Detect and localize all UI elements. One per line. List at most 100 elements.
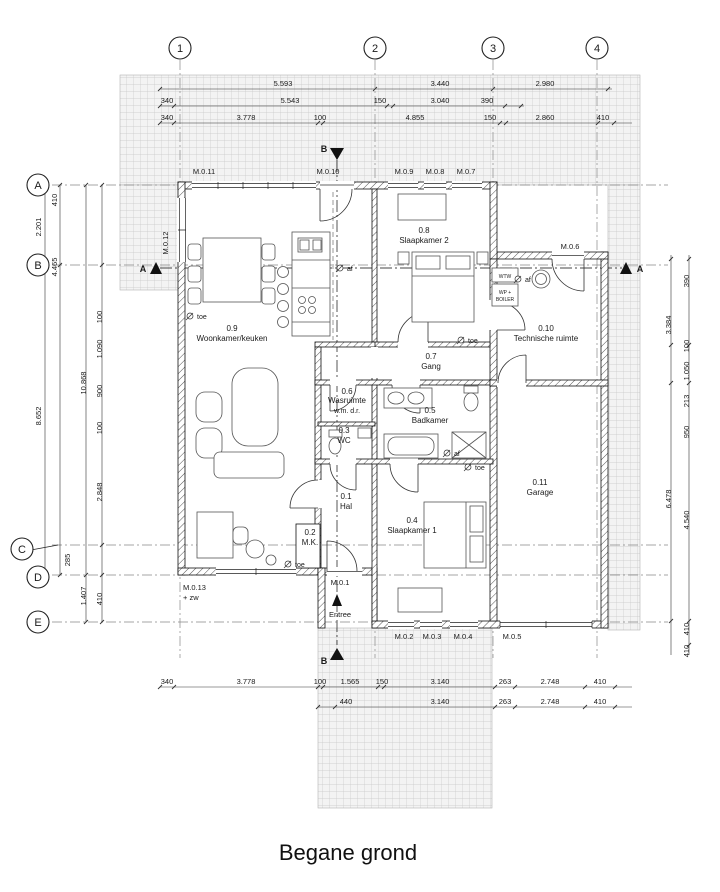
axis-label-2: 2 xyxy=(372,43,378,55)
marker-m03: M.0.3 xyxy=(423,632,442,641)
door-bedroom1 xyxy=(389,463,419,493)
door-garage-tech xyxy=(497,354,527,384)
dim-r-5: 950 xyxy=(682,426,691,439)
dim-b2-4: 410 xyxy=(594,697,607,706)
dim-top3-1: 3.778 xyxy=(237,113,256,122)
section-b-label-bottom: B xyxy=(321,656,328,666)
kitchen-counter xyxy=(277,192,334,340)
dim-r-1: 3.384 xyxy=(664,316,673,335)
tech-equipment xyxy=(491,267,551,307)
dim-l-2: 4.465 xyxy=(50,258,59,277)
window-m08 xyxy=(424,183,446,188)
axis-label-a: A xyxy=(34,180,42,192)
room-number-woonkamer: 0.9 xyxy=(226,324,238,333)
room-name-tech: Technische ruimte xyxy=(514,334,579,343)
marker-m01: M.0.1 xyxy=(331,578,350,587)
dimensions-top: 5.593 3.440 2.980 340 5.543 150 3.040 39… xyxy=(161,79,610,122)
boiler-label: BOILER xyxy=(496,297,515,303)
marker-m013-extra: + zw xyxy=(183,593,199,602)
dim-l-3: 100 xyxy=(95,311,104,324)
door-terrace-m010 xyxy=(319,184,354,222)
svg-text:af: af xyxy=(454,451,460,458)
marker-m011: M.0.11 xyxy=(193,167,215,176)
marker-m09: M.0.9 xyxy=(395,167,414,176)
vent-toe-hal: toe xyxy=(283,560,305,569)
meterkast-closet xyxy=(295,523,321,569)
room-name-slaapkamer1: Slaapkamer 1 xyxy=(387,526,437,535)
wasruimte-appliances-label: w.m. d.r. xyxy=(333,408,360,415)
bathroom-fixtures xyxy=(383,385,487,459)
wall-porch-left xyxy=(317,567,326,629)
dim-b1-6: 263 xyxy=(499,677,512,686)
axis-label-e: E xyxy=(34,617,41,629)
svg-text:toe: toe xyxy=(475,465,485,472)
dim-b1-3: 1.565 xyxy=(341,677,360,686)
dim-r-6: 6.478 xyxy=(664,490,673,509)
dim-b2-1: 3.140 xyxy=(431,697,450,706)
room-number-slaapkamer2: 0.8 xyxy=(418,226,430,235)
room-name-slaapkamer2: Slaapkamer 2 xyxy=(399,236,449,245)
axis-circle-a xyxy=(26,173,50,197)
dim-top2-1: 5.543 xyxy=(281,96,300,105)
windows xyxy=(178,182,593,628)
room-name-woonkamer: Woonkamer/keuken xyxy=(197,334,268,343)
dim-top2-3: 3.040 xyxy=(431,96,450,105)
dim-r-9: 410 xyxy=(682,645,691,658)
dimensions-left: 410 2.201 4.465 100 1.090 10.868 8.652 9… xyxy=(34,194,104,606)
dim-top3-2: 100 xyxy=(314,113,327,122)
room-name-wasruimte: Wasruimte xyxy=(328,396,366,405)
dim-b1-0: 340 xyxy=(161,677,174,686)
room-name-garage: Garage xyxy=(527,488,554,497)
room-number-badkamer: 0.5 xyxy=(424,406,436,415)
wall-axis2 xyxy=(371,188,378,622)
dim-l-8: 100 xyxy=(95,422,104,435)
axis-circle-c xyxy=(10,537,34,561)
axis-label-3: 3 xyxy=(490,43,496,55)
dim-top3-3: 4.855 xyxy=(406,113,425,122)
dim-top2-2: 150 xyxy=(374,96,387,105)
bed-slaapkamer1 xyxy=(397,501,487,613)
wall-exterior-right xyxy=(600,251,609,629)
svg-text:af: af xyxy=(525,277,531,284)
svg-text:af: af xyxy=(347,266,353,273)
axis-label-4: 4 xyxy=(594,43,600,55)
dining-set xyxy=(187,237,276,305)
dim-top1-2: 2.980 xyxy=(536,79,555,88)
room-number-hal: 0.1 xyxy=(340,492,352,501)
marker-m02: M.0.2 xyxy=(395,632,414,641)
room-name-badkamer: Badkamer xyxy=(412,416,449,425)
room-name-wc: WC xyxy=(337,436,351,445)
svg-text:toe: toe xyxy=(468,338,478,345)
marker-m05: M.0.5 xyxy=(503,632,522,641)
dim-r-4: 213 xyxy=(682,395,691,408)
door-m06 xyxy=(551,255,585,292)
lounge-set xyxy=(195,367,285,566)
dim-r-0: 390 xyxy=(682,275,691,288)
axis-label-d: D xyxy=(34,572,42,584)
wp-label: WP + xyxy=(499,290,511,296)
vent-af-kitchen: af xyxy=(335,264,353,273)
wall-axis3-lower xyxy=(489,385,498,622)
dim-top3-5: 2.860 xyxy=(536,113,555,122)
axis-label-b: B xyxy=(34,260,41,272)
window-m012 xyxy=(178,198,186,262)
room-number-slaapkamer1: 0.4 xyxy=(406,516,418,525)
dim-l-4: 1.090 xyxy=(95,340,104,359)
marker-m013: M.0.13 xyxy=(183,583,206,592)
door-wasruimte xyxy=(329,384,357,412)
axis-circle-4 xyxy=(585,36,609,60)
axis-bubbles: 1 2 3 4 A B C D E xyxy=(10,36,609,634)
window-m09 xyxy=(388,183,418,188)
dim-r-2: 100 xyxy=(682,340,691,353)
vent-af-badkamer: af xyxy=(442,449,460,458)
axis-circle-1 xyxy=(168,36,192,60)
section-a-flag-right xyxy=(620,262,632,274)
room-number-wc: 0.3 xyxy=(338,426,350,435)
paving-left xyxy=(119,184,181,291)
drawing-title: Begane grond xyxy=(279,840,417,865)
door-wc xyxy=(329,463,357,491)
section-a-flag-left xyxy=(150,262,162,274)
entree-arrow xyxy=(332,594,342,606)
dim-l-9: 2.848 xyxy=(95,483,104,502)
wall-bed2-right xyxy=(489,181,498,260)
